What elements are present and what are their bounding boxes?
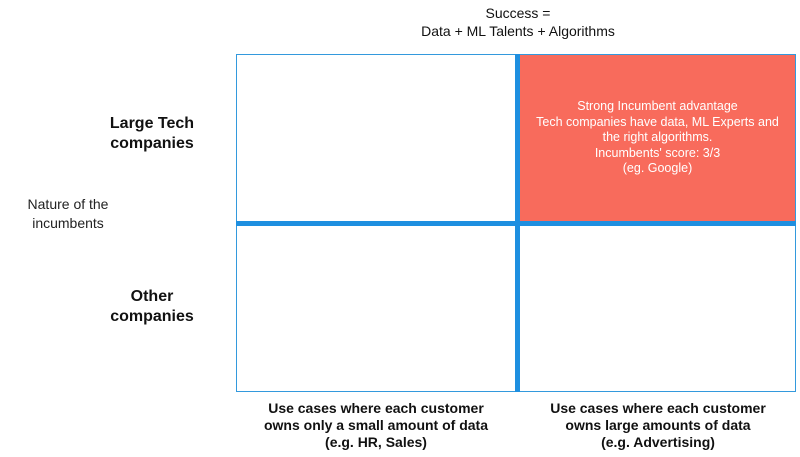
column-label-small-data: Use cases where each customer owns only … [236,400,516,451]
row-label-other-line-1: Other [130,288,174,305]
horizontal-divider [236,221,796,226]
y-axis-label-line-2: incumbents [32,215,104,231]
highlight-line-4: Incumbents' score: 3/3 [594,145,721,160]
row-label-other-line-2: companies [110,308,194,325]
column-label-large-data-line-2: owns large amounts of data [565,417,751,433]
column-label-large-data: Use cases where each customer owns large… [518,400,798,451]
column-label-large-data-line-1: Use cases where each customer [550,400,766,416]
y-axis-label: Nature of the incumbents [8,195,128,233]
quadrant-top-right: Strong Incumbent advantage Tech companie… [520,55,795,221]
quadrant-bottom-left [237,226,515,391]
row-label-other: Other companies [62,287,242,327]
highlight-line-3: the right algorithms. [602,130,713,144]
diagram-title: Success = Data + ML Talents + Algorithms [368,4,668,40]
highlight-line-2: Tech companies have data, ML Experts and [536,114,779,129]
highlight-line-5: (eg. Google) [622,161,693,175]
title-line-1: Success = [485,5,551,21]
highlight-line-1: Strong Incumbent advantage [577,99,738,113]
y-axis-label-line-1: Nature of the [27,196,109,212]
row-label-large-tech-line-2: companies [110,135,194,152]
column-label-small-data-line-3: (e.g. HR, Sales) [325,434,427,450]
column-label-small-data-line-2: owns only a small amount of data [263,417,489,433]
column-label-small-data-line-1: Use cases where each customer [268,400,484,416]
row-label-large-tech-line-1: Large Tech [109,115,195,132]
title-line-2: Data + ML Talents + Algorithms [421,23,615,39]
quadrant-bottom-right [520,226,795,391]
quadrant-grid: Strong Incumbent advantage Tech companie… [236,54,796,392]
column-label-large-data-line-3: (e.g. Advertising) [601,434,715,450]
row-label-large-tech: Large Tech companies [62,114,242,154]
quadrant-top-left [237,55,515,221]
